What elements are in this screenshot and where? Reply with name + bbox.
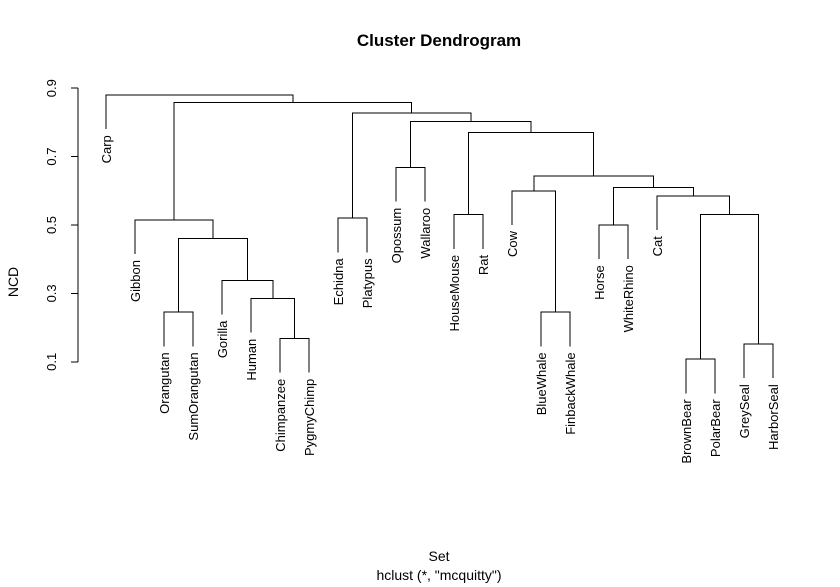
merge-link (685, 358, 716, 394)
merge-link (279, 338, 310, 373)
merge-link (395, 167, 426, 202)
merge-link (743, 343, 774, 379)
leaf-label: Opossum (389, 208, 404, 264)
y-axis-title: NCD (5, 267, 21, 297)
leaf-label: Echidna (331, 258, 346, 306)
merge-link (178, 238, 248, 313)
merge-link (221, 279, 274, 315)
leaf-label: BrownBear (679, 399, 694, 464)
merge-link (105, 94, 294, 130)
leaf-label: HouseMouse (447, 255, 462, 332)
y-tick-label: 0.9 (44, 79, 59, 97)
leaf-label: HarborSeal (766, 384, 781, 450)
leaf-label: BlueWhale (534, 352, 549, 415)
dendrogram-links (105, 94, 774, 394)
merge-link (163, 311, 194, 347)
merge-link (656, 195, 730, 231)
leaf-label: WhiteRhino (621, 265, 636, 332)
y-tick-label: 0.7 (44, 148, 59, 166)
leaf-label: FinbackWhale (563, 352, 578, 434)
leaf-label: Human (244, 339, 259, 381)
leaf-label: PolarBear (708, 399, 723, 457)
chart-title: Cluster Dendrogram (357, 31, 521, 50)
leaf-label: Horse (592, 265, 607, 300)
leaf-label: Cat (650, 236, 665, 257)
leaf-label: Rat (476, 255, 491, 276)
leaf-label: PygmyChimp (302, 379, 317, 456)
merge-link (700, 214, 759, 360)
merge-link (250, 298, 295, 339)
leaf-label: Orangutan (157, 352, 172, 413)
leaf-label: Gibbon (128, 260, 143, 302)
x-axis-title: Set (428, 548, 449, 564)
merge-link (410, 120, 532, 168)
merge-link (540, 311, 571, 347)
merge-link (337, 217, 368, 253)
merge-link (598, 224, 629, 260)
merge-link (173, 102, 413, 220)
merge-link (352, 112, 472, 219)
leaf-label: SumOrangutan (186, 352, 201, 440)
y-axis-ticks: 0.1 0.3 0.5 0.7 0.9 (44, 79, 78, 371)
leaf-label: Wallaroo (418, 208, 433, 259)
y-tick-label: 0.1 (44, 353, 59, 371)
merge-link (453, 214, 484, 249)
leaf-label: Carp (99, 135, 114, 163)
leaf-label: Gorilla (215, 320, 230, 358)
chart-subtitle: hclust (*, "mcquitty") (376, 567, 501, 583)
leaf-label: Cow (505, 230, 520, 257)
leaf-label: Chimpanzee (273, 379, 288, 452)
leaf-label: GreySeal (737, 384, 752, 438)
merge-link (134, 219, 214, 255)
merge-link (533, 175, 654, 191)
merge-link (468, 132, 595, 215)
merge-link (613, 186, 694, 225)
y-tick-label: 0.5 (44, 216, 59, 234)
leaf-label: Platypus (360, 258, 375, 308)
y-tick-label: 0.3 (44, 284, 59, 302)
